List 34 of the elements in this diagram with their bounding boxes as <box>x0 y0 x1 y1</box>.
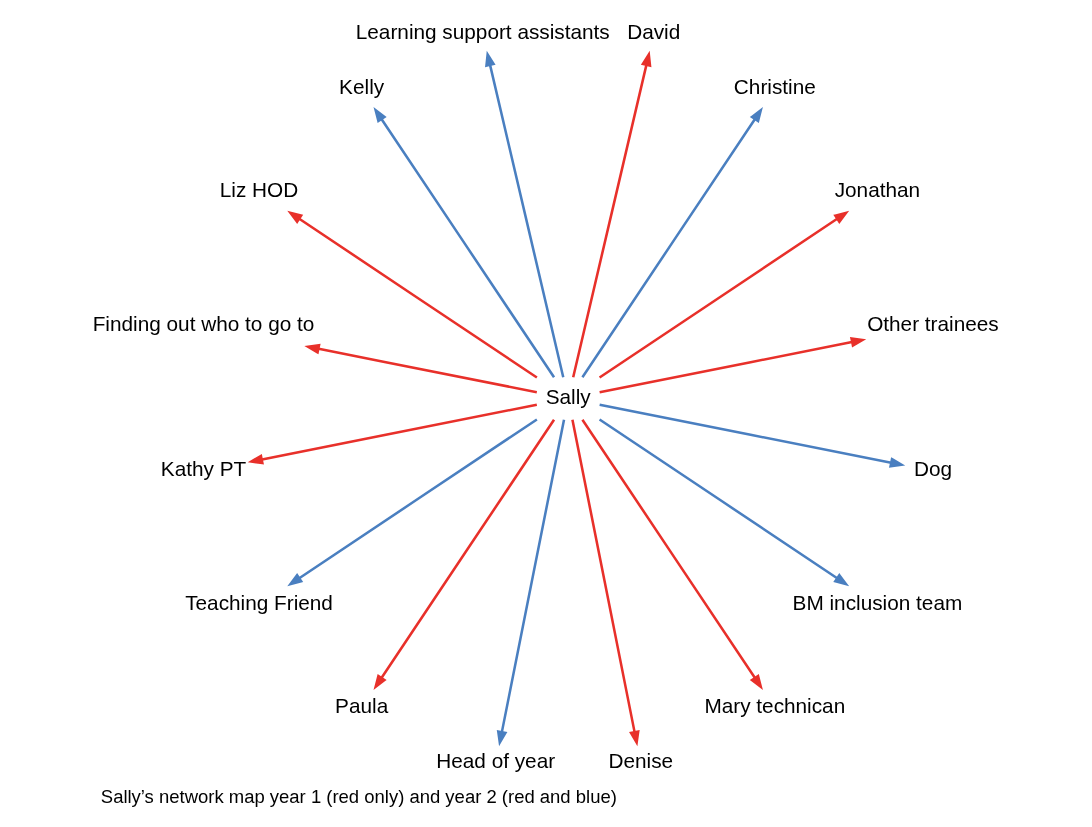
node-text: Kelly <box>339 75 385 99</box>
arrow <box>571 419 640 747</box>
node-text: Other trainees <box>867 312 999 336</box>
node-text: Teaching Friend <box>185 591 333 615</box>
caption: Sally’s network map year 1 (red only) and year 2 (red and blue) <box>100 786 617 808</box>
arrow <box>287 210 538 379</box>
node-text: Denise <box>608 749 674 773</box>
arrow <box>287 418 538 587</box>
arrow <box>247 403 538 465</box>
arrow <box>373 107 556 378</box>
node-text: Sally <box>545 384 591 408</box>
node-text: Learning support assistants <box>355 19 610 43</box>
node-text: Paula <box>335 693 389 717</box>
node-text: David <box>627 19 681 43</box>
arrow <box>599 336 867 394</box>
node-text: Dog <box>913 457 952 481</box>
arrow <box>581 419 763 690</box>
node-text: Christine <box>733 75 816 99</box>
arrow <box>571 50 652 378</box>
arrow <box>485 50 565 378</box>
arrow <box>598 210 850 379</box>
arrow <box>599 403 906 468</box>
node-text: Head of year <box>436 749 556 773</box>
arrow <box>304 343 538 394</box>
node-text: Liz HOD <box>219 177 299 201</box>
arrow <box>373 419 556 690</box>
node-text: Jonathan <box>834 177 921 201</box>
node-text: Finding out who to go to <box>92 312 315 336</box>
arrow <box>581 107 763 378</box>
node-text: Mary technican <box>704 693 846 717</box>
node-text: Kathy PT <box>160 457 247 481</box>
node-text: BM inclusion team <box>792 591 963 615</box>
arrow <box>496 419 566 747</box>
arrow <box>598 418 850 587</box>
